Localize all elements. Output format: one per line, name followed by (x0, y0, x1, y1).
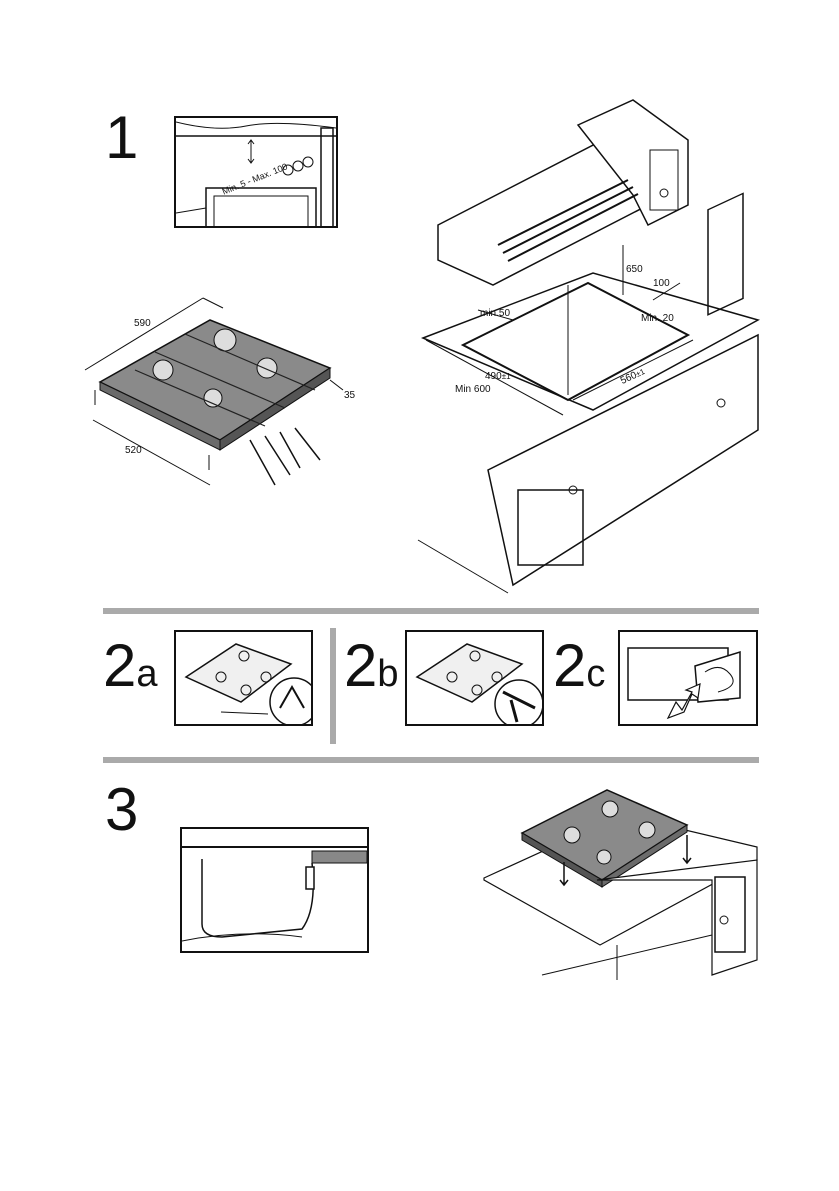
hood-height-label: 650 (626, 264, 643, 275)
step-number-3: 3 (105, 776, 139, 843)
hob-depth-label: 520 (125, 445, 142, 456)
kitchen-installation-drawing (417, 99, 760, 594)
section-divider-2ab (330, 628, 336, 744)
hob-width-label: 590 (134, 318, 151, 329)
step-2a-drawing (184, 643, 311, 724)
section-separator-top (103, 608, 759, 614)
step-2b-drawing (415, 643, 542, 724)
hob-height-label: 35 (344, 390, 356, 401)
step-2c-panel (618, 630, 758, 726)
step-number-1: 1 (105, 104, 139, 171)
oven-detail-drawing (176, 121, 336, 226)
min-front-label: min.50 (480, 308, 511, 319)
step-3-detail-panel (180, 827, 369, 953)
step-3-detail-drawing (182, 846, 367, 942)
min-back-label: Min. 20 (641, 313, 674, 324)
step-2a-panel (174, 630, 313, 726)
cut-depth-label: 490±1 (485, 371, 511, 382)
section-separator-bottom (103, 757, 759, 763)
step-label-2b: 2b (344, 632, 399, 699)
step-label-2a: 2a (103, 632, 158, 699)
side-clearance-label: 100 (653, 278, 670, 289)
hob-dimension-drawing (84, 297, 344, 486)
clearance-detail-panel: Min. 5 - Max. 100 (174, 116, 338, 228)
step-label-2c: 2c (553, 632, 606, 699)
min-worktop-label: Min 600 (455, 384, 491, 395)
step-2b-panel (405, 630, 544, 726)
step-2c-drawing (627, 647, 741, 720)
step-3-installation-drawing (483, 789, 758, 980)
